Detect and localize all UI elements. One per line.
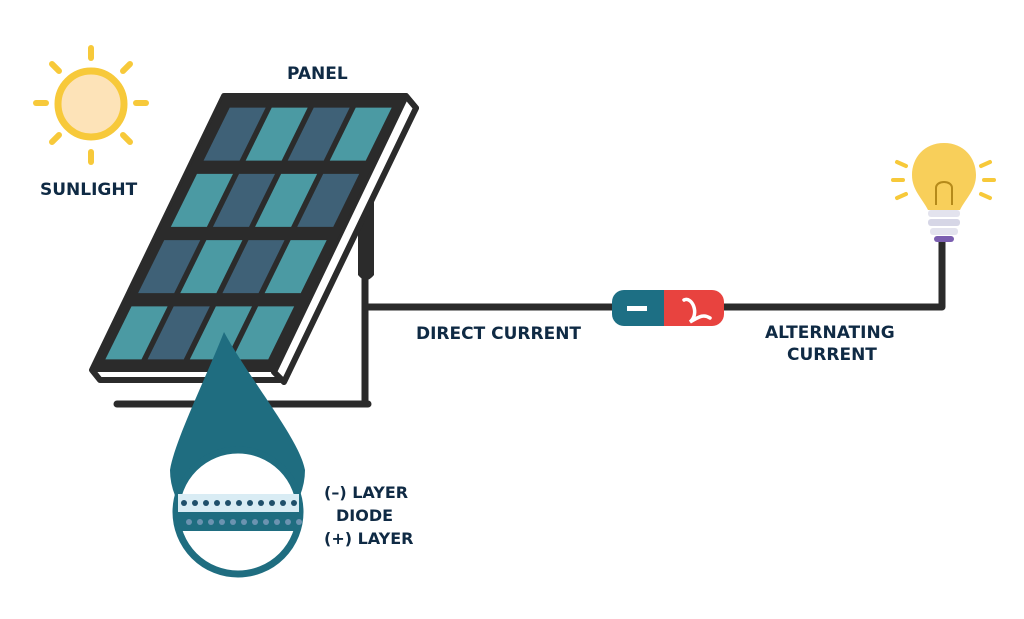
inverter-icon: [612, 290, 724, 326]
panel-cell: [189, 306, 252, 360]
hole-dot: [230, 519, 236, 525]
panel-cell: [138, 240, 201, 294]
panel-cell: [212, 173, 276, 227]
electron-dot: [236, 500, 242, 506]
electron-dot: [214, 500, 220, 506]
hole-dot: [274, 519, 280, 525]
hole-dot: [208, 519, 214, 525]
hole-dot: [241, 519, 247, 525]
sunlight-label: SUNLIGHT: [40, 180, 138, 200]
electron-dot: [225, 500, 231, 506]
panel-cell: [170, 173, 233, 227]
panel-cell: [329, 107, 392, 161]
hole-dot: [186, 519, 192, 525]
diode-label: DIODE: [336, 506, 393, 525]
electron-dot: [247, 500, 253, 506]
hole-dot: [296, 519, 302, 525]
hole-dot: [219, 519, 225, 525]
electron-dot: [203, 500, 209, 506]
minus-symbol: [627, 306, 647, 311]
electron-dot: [181, 500, 187, 506]
circuit-wires: [361, 236, 946, 311]
panel-cell: [147, 306, 210, 360]
hole-dot: [252, 519, 258, 525]
panel-cell: [245, 107, 308, 161]
hole-dot: [263, 519, 269, 525]
panel-cell: [180, 240, 243, 294]
panel-cell: [255, 173, 318, 227]
hole-dot: [197, 519, 203, 525]
magnifier-callout-icon: [170, 332, 305, 578]
light-bulb-icon: [891, 143, 996, 242]
panel-cell: [203, 107, 266, 161]
panel-cell: [222, 240, 285, 294]
electron-dot: [269, 500, 275, 506]
electron-dot: [291, 500, 297, 506]
negative-layer-label: (–) LAYER: [324, 483, 408, 502]
panel-cell: [105, 306, 168, 360]
panel-label: PANEL: [287, 64, 348, 84]
panel-cell: [287, 107, 350, 161]
electron-dot: [258, 500, 264, 506]
alternating-current-label-line2: CURRENT: [787, 345, 877, 365]
positive-layer-label: (+) LAYER: [324, 529, 413, 548]
electron-dot: [192, 500, 198, 506]
alternating-current-label-line1: ALTERNATING: [765, 323, 895, 343]
electron-dot: [280, 500, 286, 506]
diode-band: [178, 512, 299, 531]
solar-panel-icon: [89, 93, 419, 385]
hole-dot: [285, 519, 291, 525]
direct-current-label: DIRECT CURRENT: [416, 324, 581, 344]
ac-wave-symbol: [682, 297, 712, 324]
panel-cell: [264, 240, 327, 294]
panel-cell: [232, 306, 295, 360]
panel-cell: [297, 173, 360, 227]
sun-icon: [33, 45, 149, 165]
